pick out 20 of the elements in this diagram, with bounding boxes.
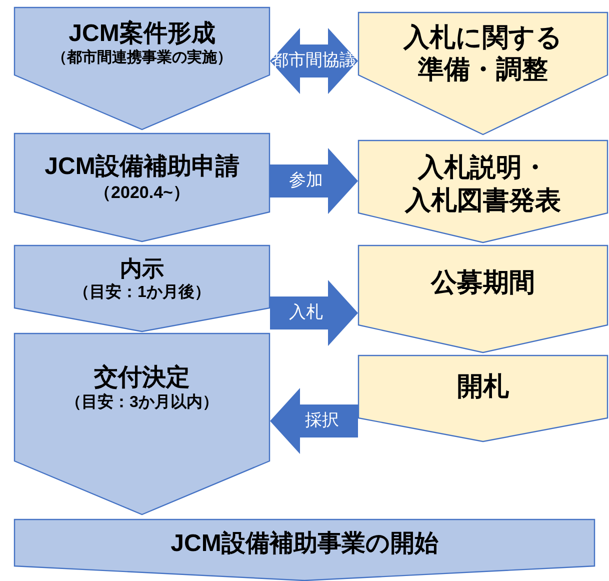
step-note: （目安：3か月以内） <box>66 392 218 412</box>
step-title: 内示 <box>120 255 164 283</box>
block-arrow <box>270 148 358 214</box>
step-title: 入札説明・入札図書発表 <box>405 151 561 216</box>
step-note: （都市間連携事業の実施） <box>52 49 232 68</box>
step-title: JCM案件形成 <box>68 19 216 49</box>
step-title: 公募期間 <box>431 266 535 299</box>
step-title: 開札 <box>457 370 509 402</box>
edge-label: 参加 <box>289 170 323 192</box>
edge-label: 採択 <box>305 410 339 432</box>
step-title: 交付決定 <box>94 362 190 392</box>
block-arrow <box>270 388 358 454</box>
block-arrow <box>270 280 358 346</box>
block-arrow <box>270 28 358 94</box>
step-note: （目安：1か月後） <box>74 282 210 303</box>
step-title: 入札に関する準備・調整 <box>404 20 562 86</box>
step-title: JCM設備補助申請 <box>44 152 240 182</box>
edge-label: 入札 <box>289 302 323 324</box>
step-title: JCM設備補助事業の開始 <box>170 529 438 559</box>
step-note: （2020.4~） <box>94 182 190 204</box>
